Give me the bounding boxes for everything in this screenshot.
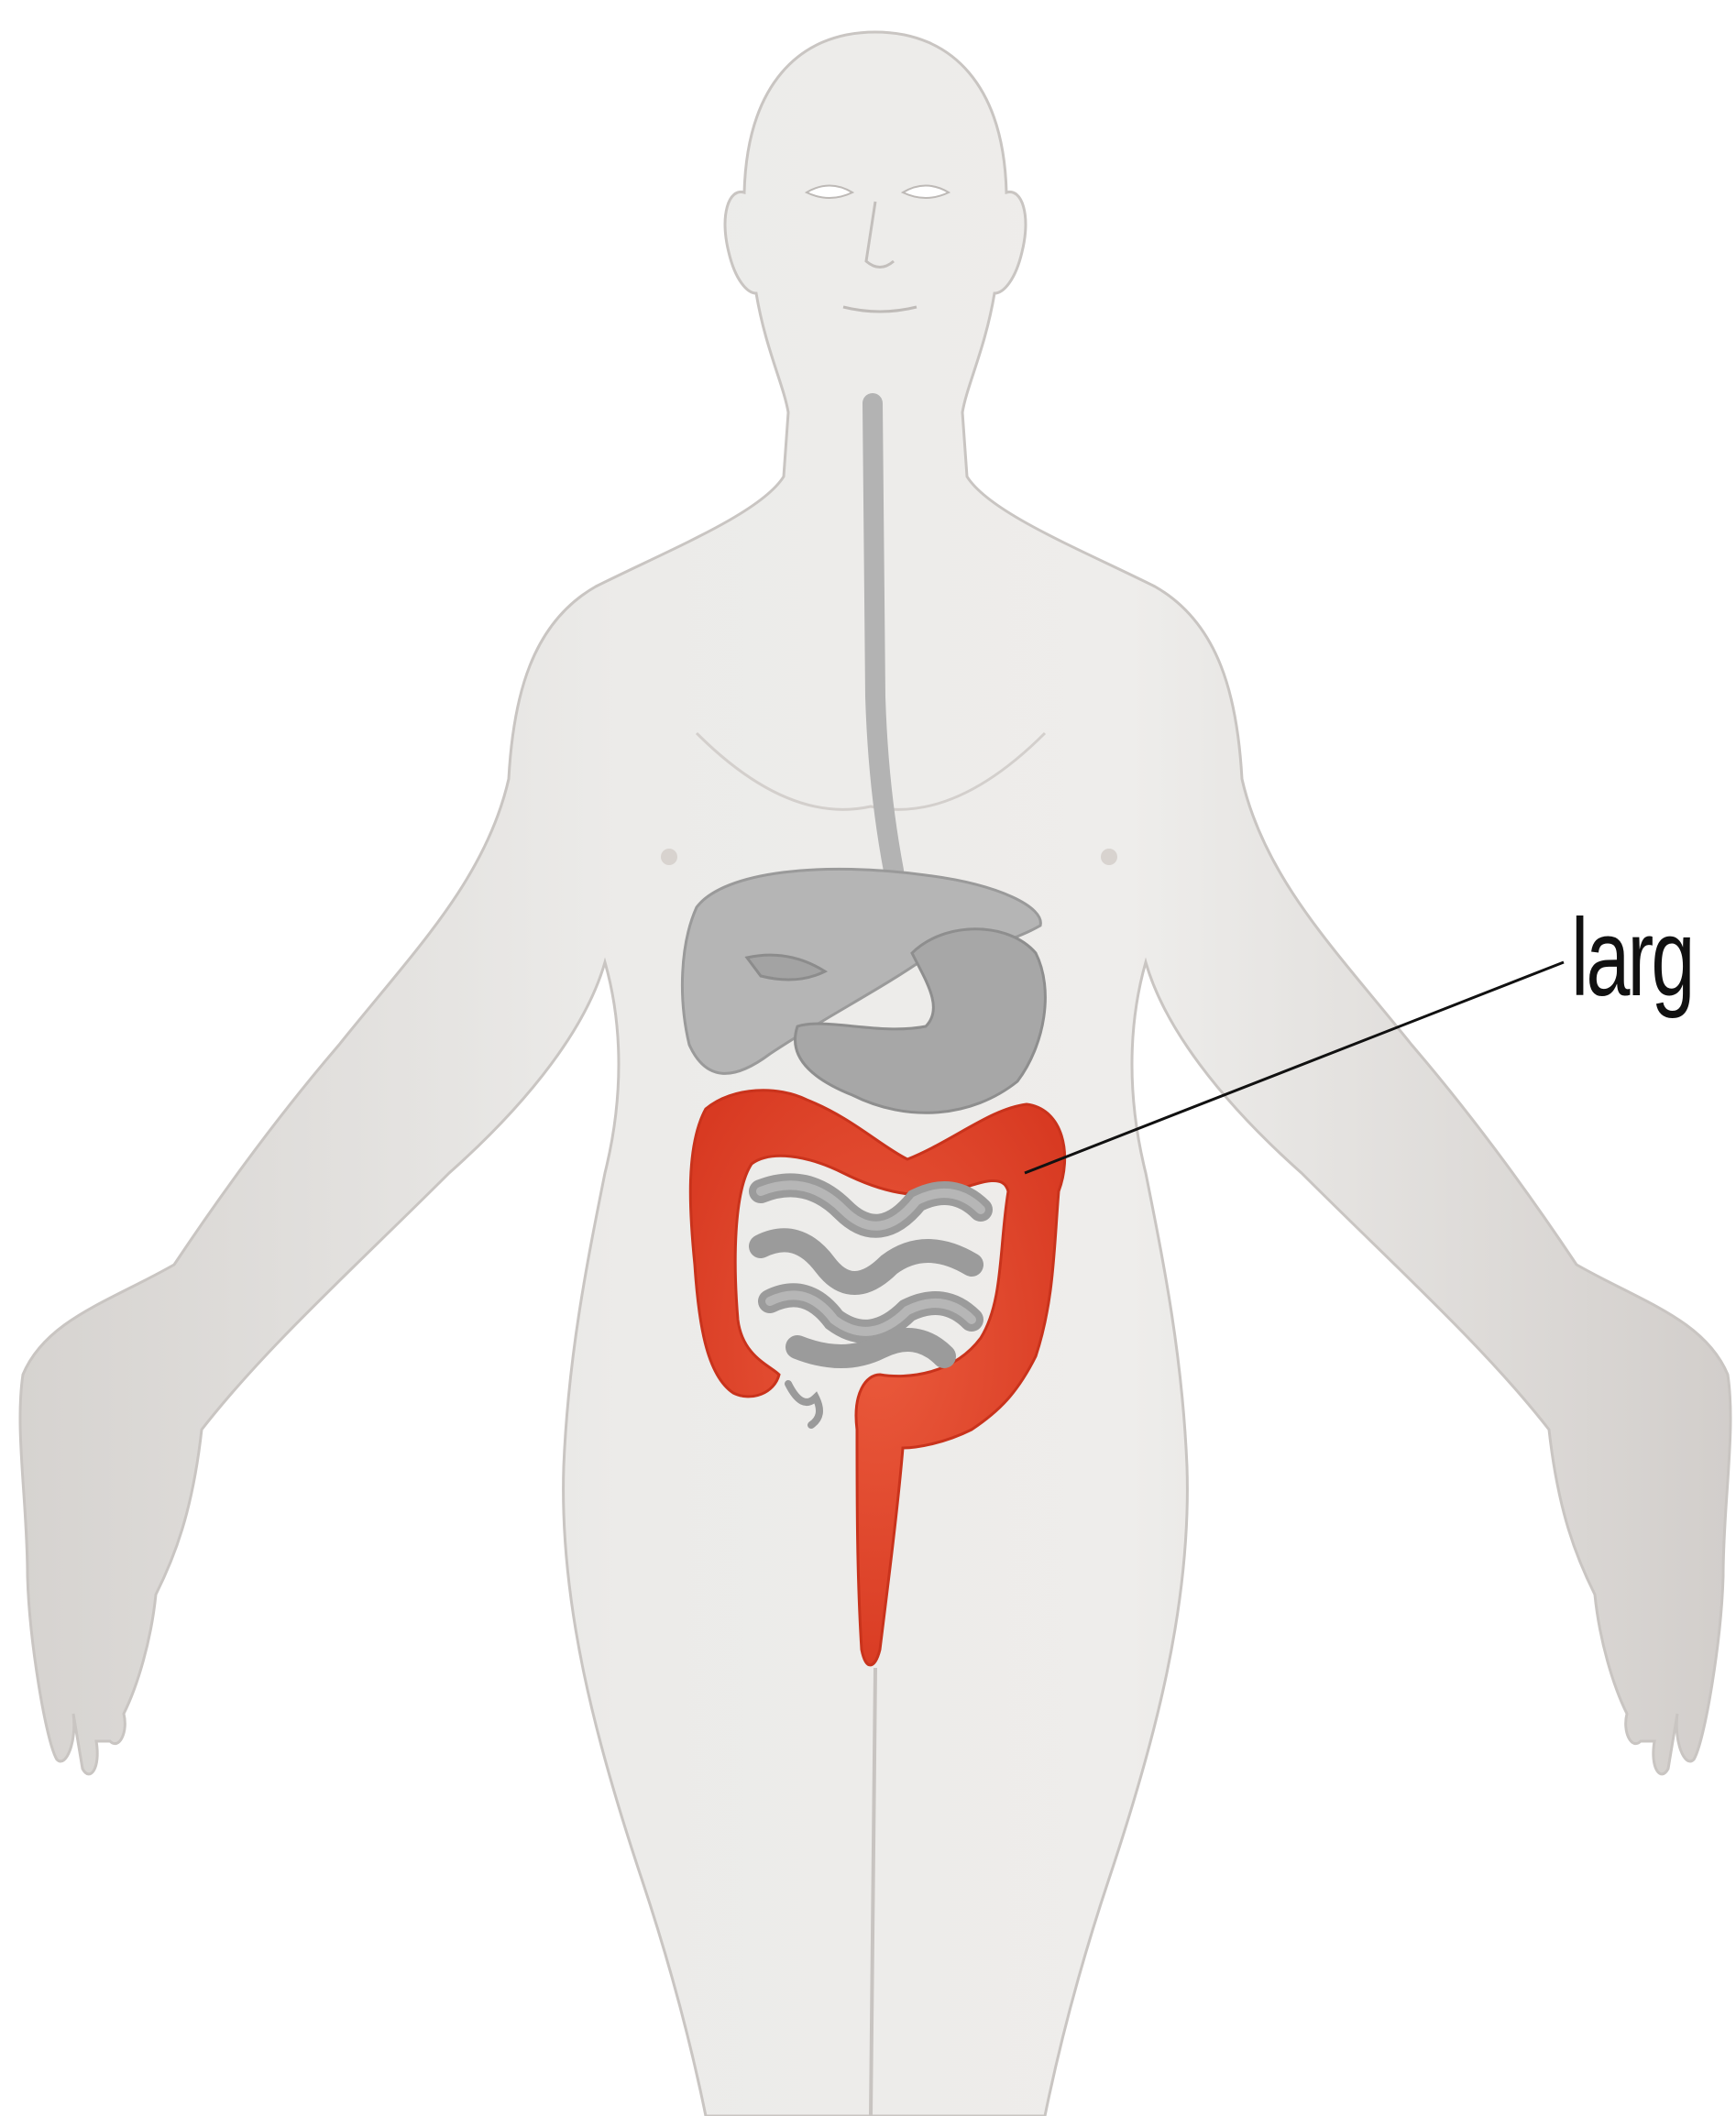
organ-label: larg [1571, 903, 1693, 1013]
right-nipple [1101, 849, 1117, 865]
left-nipple [661, 849, 677, 865]
